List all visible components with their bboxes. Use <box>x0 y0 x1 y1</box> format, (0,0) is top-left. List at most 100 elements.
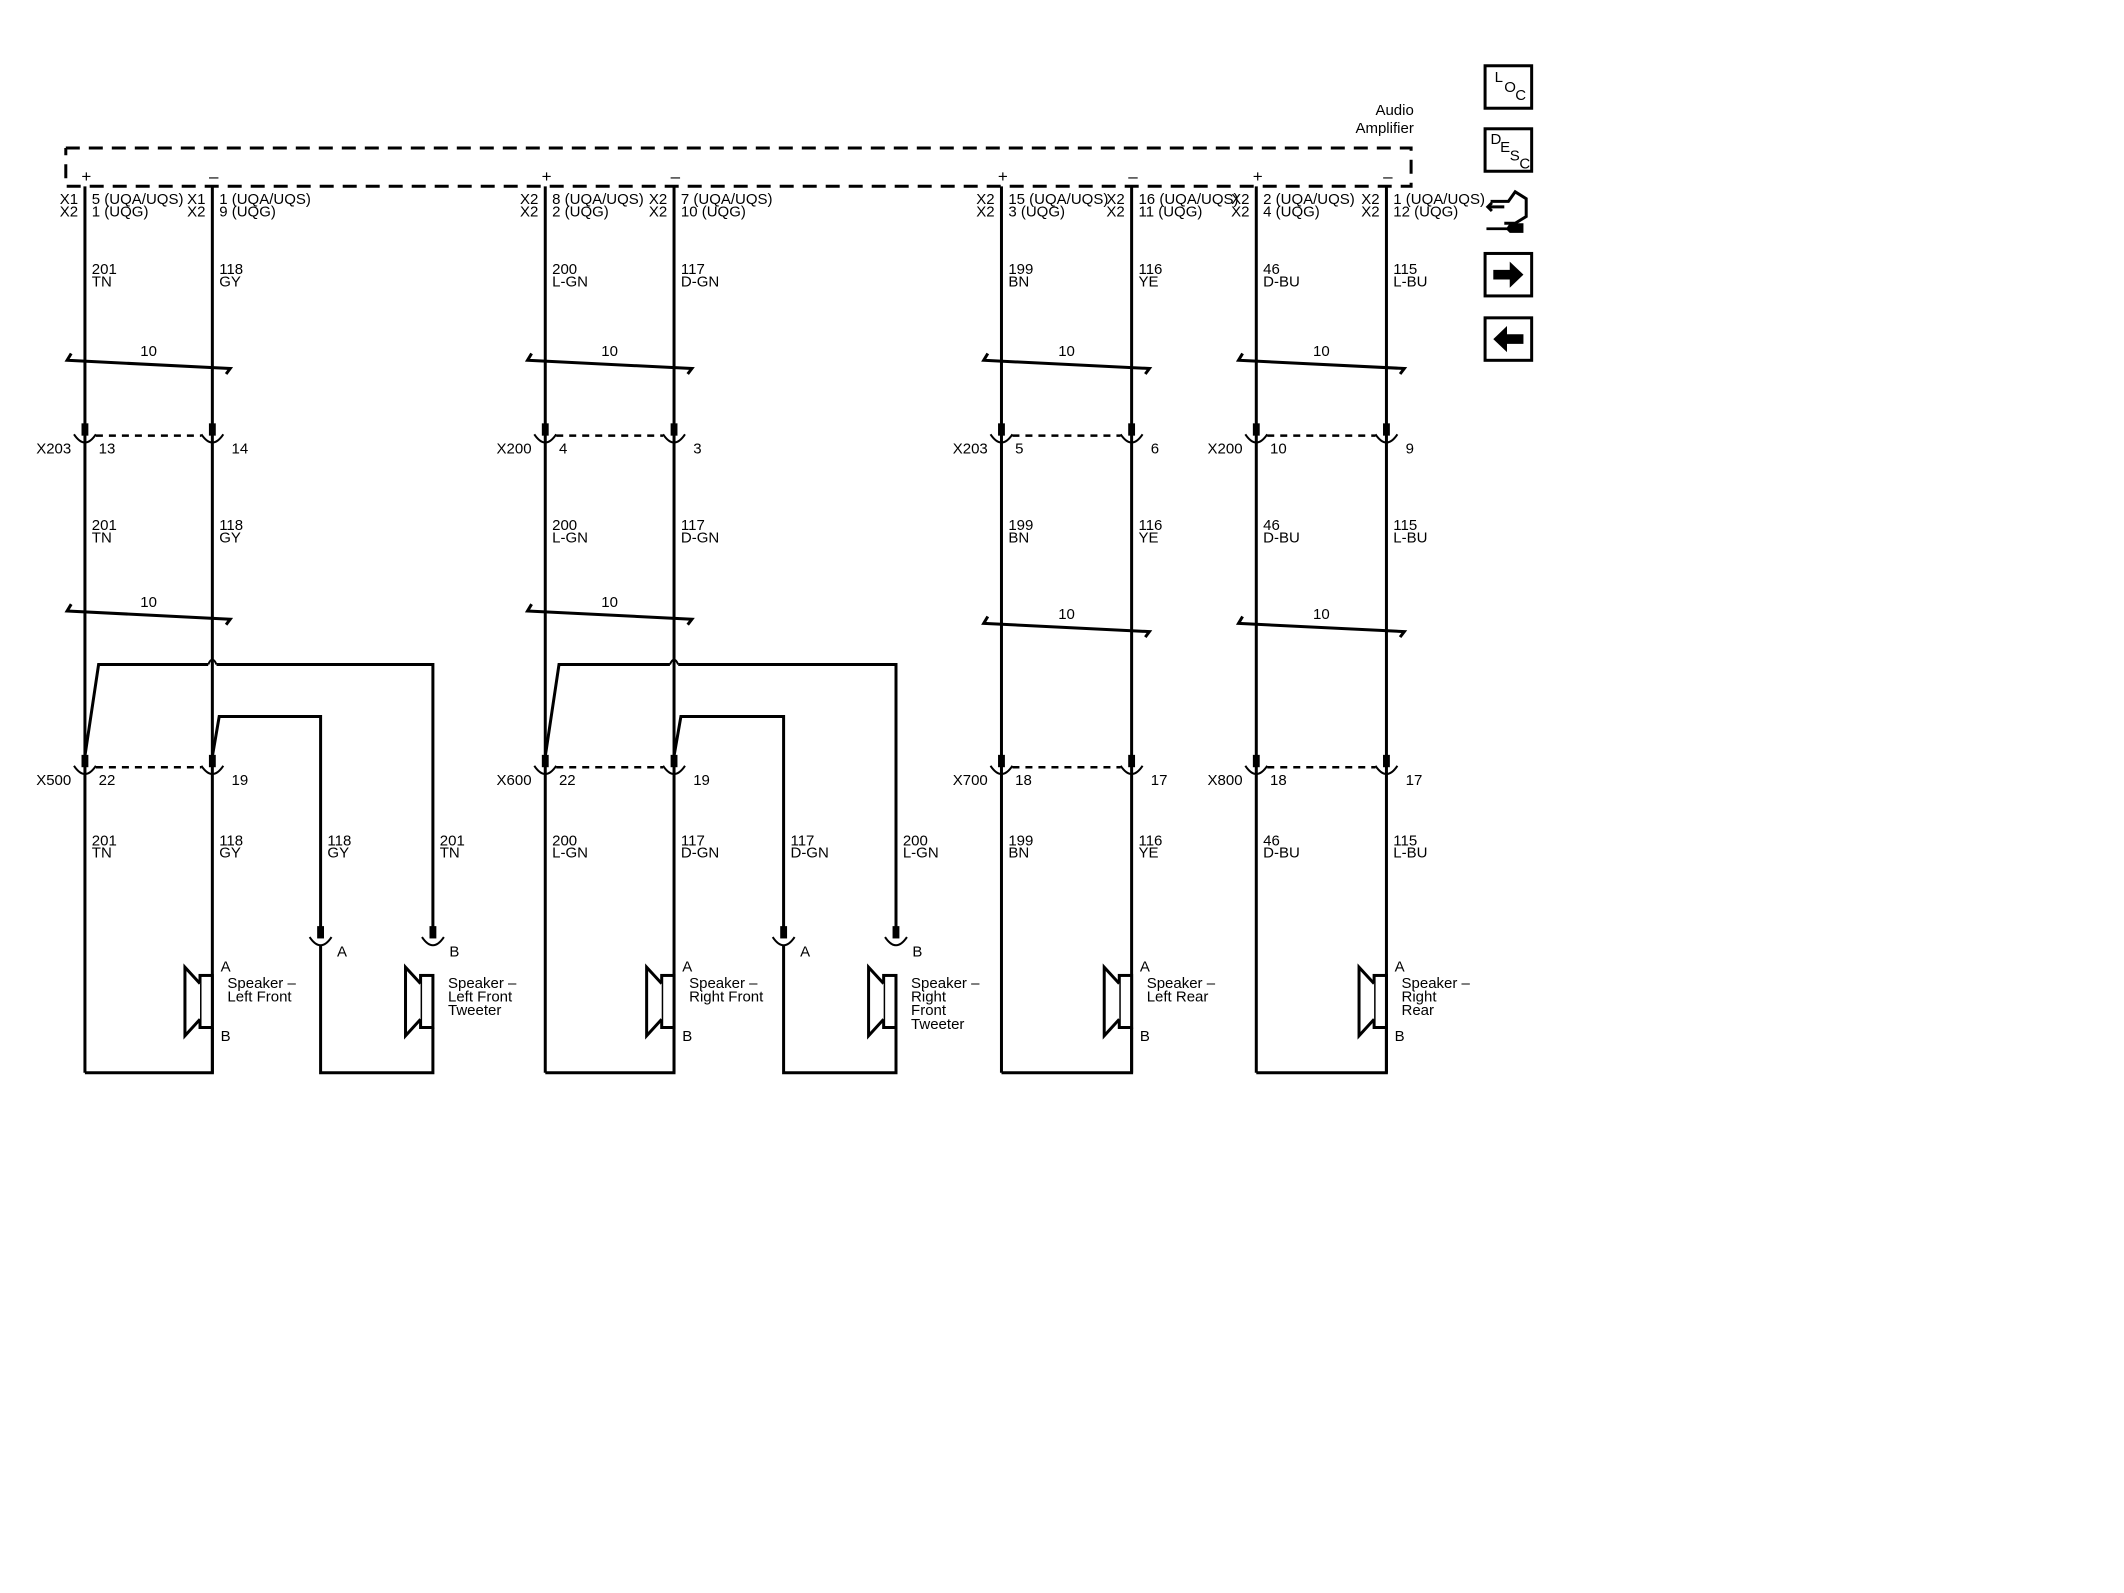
inline-connector-name: X203 <box>953 440 988 457</box>
inline-connector-terminal <box>989 754 1014 776</box>
terminal-pin <box>1128 423 1136 436</box>
pin-polarity-plus: + <box>1253 167 1263 186</box>
speaker-symbol <box>645 963 676 1040</box>
wire-color: YE <box>1138 530 1158 547</box>
tweeter-name: Front <box>911 1002 947 1019</box>
connector-id: X1 <box>187 191 205 208</box>
inline-connector-terminal <box>533 423 558 444</box>
circuit-number: 199 <box>1008 261 1033 278</box>
circuit-number: 201 <box>92 261 117 278</box>
module-name-line1: Audio <box>1375 102 1413 119</box>
connector-id: X2 <box>520 203 538 220</box>
inline-pin-number: 10 <box>1270 440 1287 457</box>
tweeter-terminal <box>884 926 908 947</box>
terminal-pin <box>81 754 89 768</box>
circuit-number: 200 <box>552 261 577 278</box>
terminal-pin <box>1252 423 1260 436</box>
speaker-terminal-a: A <box>1395 958 1405 975</box>
pin-number: 11 (UQG) <box>1138 203 1202 220</box>
service-information-icon[interactable] <box>1485 189 1528 233</box>
circuit-number: 200 <box>552 517 577 534</box>
next-button[interactable] <box>1483 251 1534 298</box>
inline-connector-name: X600 <box>497 772 532 789</box>
speaker-return <box>1001 1027 1134 1075</box>
speaker-magnet <box>1372 973 1388 1030</box>
speaker-name: Speaker – <box>689 975 758 992</box>
circuit-number: 199 <box>1008 832 1033 849</box>
tweeter-feed-positive <box>543 663 670 757</box>
previous-button[interactable] <box>1483 316 1534 362</box>
pin-number: 2 (UQA/UQS) <box>1263 191 1355 208</box>
wire-color: L-GN <box>552 530 588 547</box>
inline-pin-number: 19 <box>693 772 710 789</box>
speaker-cone <box>1102 963 1121 1040</box>
wire-color: GY <box>219 845 241 862</box>
terminal-pin <box>670 754 678 768</box>
speaker-name: Left Front <box>227 988 292 1005</box>
terminal-pin <box>1128 754 1136 768</box>
inline-connector-terminal <box>662 754 686 776</box>
speaker-terminal-b: B <box>1395 1028 1405 1045</box>
pin-number: 3 (UQG) <box>1008 203 1065 220</box>
pin-polarity-minus: – <box>1383 167 1393 186</box>
speaker-terminal-a: A <box>682 958 692 975</box>
inline-connector-terminal <box>200 754 225 776</box>
inline-connector-terminal <box>1119 423 1144 444</box>
inline-pin-number: 3 <box>693 440 701 457</box>
tweeter-symbol <box>404 963 435 1040</box>
terminal-socket <box>989 433 1014 444</box>
pin-polarity-plus: + <box>998 167 1008 186</box>
inline-connector-terminal <box>989 423 1014 444</box>
tweeter-terminal <box>421 926 445 947</box>
twisted-pair-mark <box>524 352 695 375</box>
inline-pin-number: 22 <box>99 772 116 789</box>
tweeter-return <box>782 945 898 1075</box>
connector-id: X2 <box>187 203 205 220</box>
connector-id: X2 <box>1106 191 1124 208</box>
pin-polarity-plus: + <box>81 167 91 186</box>
wire-color: L-BU <box>1393 273 1427 290</box>
tweeter-terminal <box>771 926 796 947</box>
speaker-terminal-a: A <box>1140 958 1150 975</box>
twist-rate-label: 10 <box>601 594 618 611</box>
terminal-socket <box>989 765 1014 776</box>
terminal-pin <box>317 926 325 939</box>
inline-connector-terminal <box>662 423 686 444</box>
wire-color: GY <box>327 845 349 862</box>
inline-connector-terminal <box>1244 423 1269 444</box>
speaker-terminal-a: A <box>221 958 231 975</box>
loc-button-frame <box>1483 64 1534 110</box>
tweeter-name: Right <box>911 988 947 1005</box>
connector-id: X2 <box>1361 191 1379 208</box>
pin-number: 1 (UQA/UQS) <box>1393 191 1485 208</box>
tweeter-name: Tweeter <box>911 1016 964 1033</box>
wire-color: BN <box>1008 845 1029 862</box>
wire-color: D-GN <box>681 845 719 862</box>
inline-connector-name: X203 <box>36 440 71 457</box>
speaker-cone <box>1357 963 1376 1040</box>
wire-color: L-GN <box>552 273 588 290</box>
twist-rate-label: 10 <box>1313 606 1330 623</box>
speaker-return <box>545 1027 676 1075</box>
inline-pin-number: 22 <box>559 772 576 789</box>
speaker-terminal-b: B <box>1140 1028 1150 1045</box>
speaker-magnet <box>660 973 676 1030</box>
wire-color: D-BU <box>1263 845 1300 862</box>
speaker-name: Speaker – <box>1402 975 1471 992</box>
terminal-socket <box>662 433 686 444</box>
terminal-pin <box>1383 754 1390 768</box>
module-name-line2: Amplifier <box>1355 120 1413 137</box>
connector-id: X1 <box>60 191 78 208</box>
pin-number: 9 (UQG) <box>219 203 276 220</box>
desc-letter: E <box>1500 139 1510 156</box>
twisted-pair-mark <box>1235 615 1408 639</box>
terminal-pin <box>1383 423 1390 436</box>
terminal-pin <box>1252 754 1260 768</box>
desc-letter: C <box>1519 156 1530 173</box>
